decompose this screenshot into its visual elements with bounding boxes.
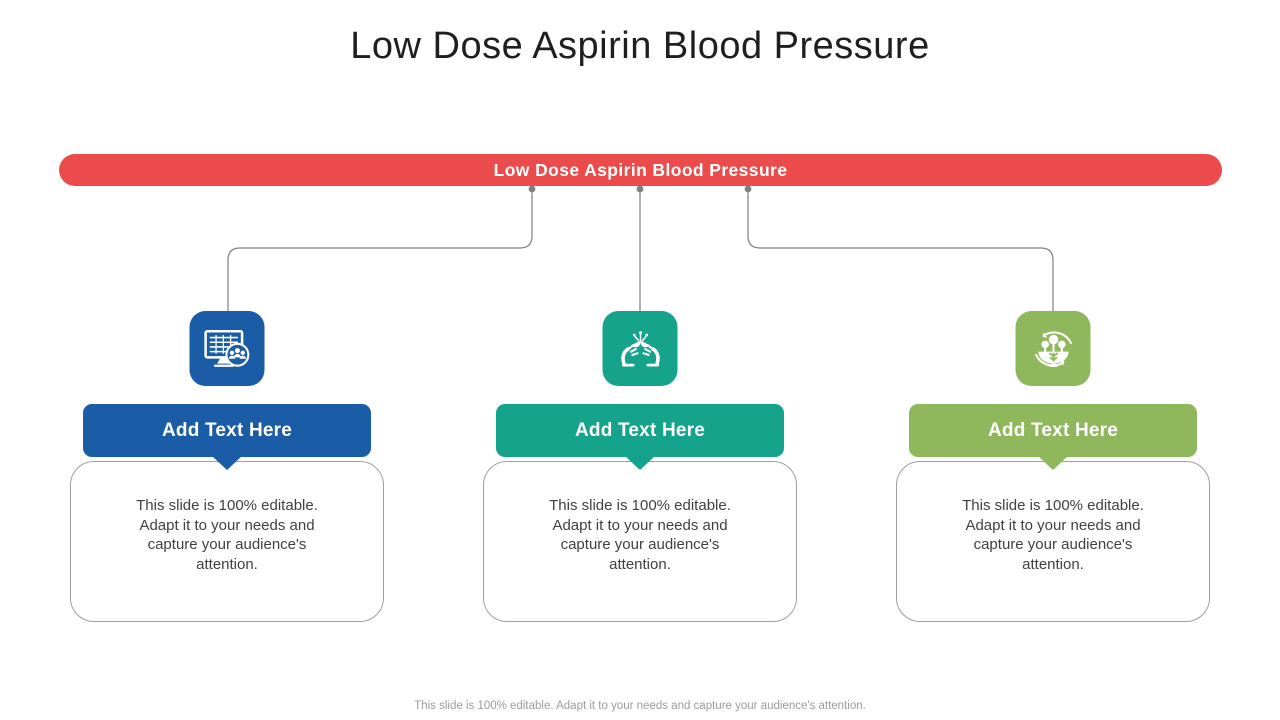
header-pointer <box>1038 456 1068 470</box>
branch-column-3: Add Text Here This slide is 100% editabl… <box>896 311 1210 631</box>
branch-column-2: Add Text Here This slide is 100% editabl… <box>483 311 797 631</box>
connector-dot <box>744 185 752 193</box>
card-body-text: This slide is 100% editable. Adapt it to… <box>549 497 731 573</box>
icon-tile-green <box>1015 311 1091 386</box>
placeholder-header-label: Add Text Here <box>162 419 292 441</box>
ecosystem-bowl-icon <box>1034 331 1072 367</box>
connector-dot <box>636 185 644 193</box>
monitor-report-team-icon <box>203 329 249 367</box>
caring-hands-growth-icon <box>620 330 660 366</box>
placeholder-header: Add Text Here <box>496 404 784 470</box>
header-pointer <box>212 456 242 470</box>
page-title: Low Dose Aspirin Blood Pressure <box>350 25 930 67</box>
topic-banner: Low Dose Aspirin Blood Pressure <box>59 154 1222 186</box>
card-body-text: This slide is 100% editable. Adapt it to… <box>962 497 1144 573</box>
connector-right <box>747 190 1054 311</box>
placeholder-header-label: Add Text Here <box>575 419 705 441</box>
placeholder-header-label: Add Text Here <box>988 419 1118 441</box>
text-card: This slide is 100% editable. Adapt it to… <box>896 461 1210 622</box>
placeholder-header: Add Text Here <box>909 404 1197 470</box>
branch-column-1: Add Text Here This slide is 100% editabl… <box>70 311 384 631</box>
text-card: This slide is 100% editable. Adapt it to… <box>70 461 384 622</box>
icon-tile-teal <box>602 311 678 386</box>
connector-left <box>227 190 533 311</box>
connector-dot <box>528 185 536 193</box>
text-card: This slide is 100% editable. Adapt it to… <box>483 461 797 622</box>
icon-tile-blue <box>189 311 265 386</box>
footer-note: This slide is 100% editable. Adapt it to… <box>414 700 866 712</box>
topic-banner-label: Low Dose Aspirin Blood Pressure <box>493 159 788 180</box>
header-pointer <box>625 456 655 470</box>
card-body-text: This slide is 100% editable. Adapt it to… <box>136 497 318 573</box>
placeholder-header: Add Text Here <box>83 404 371 470</box>
